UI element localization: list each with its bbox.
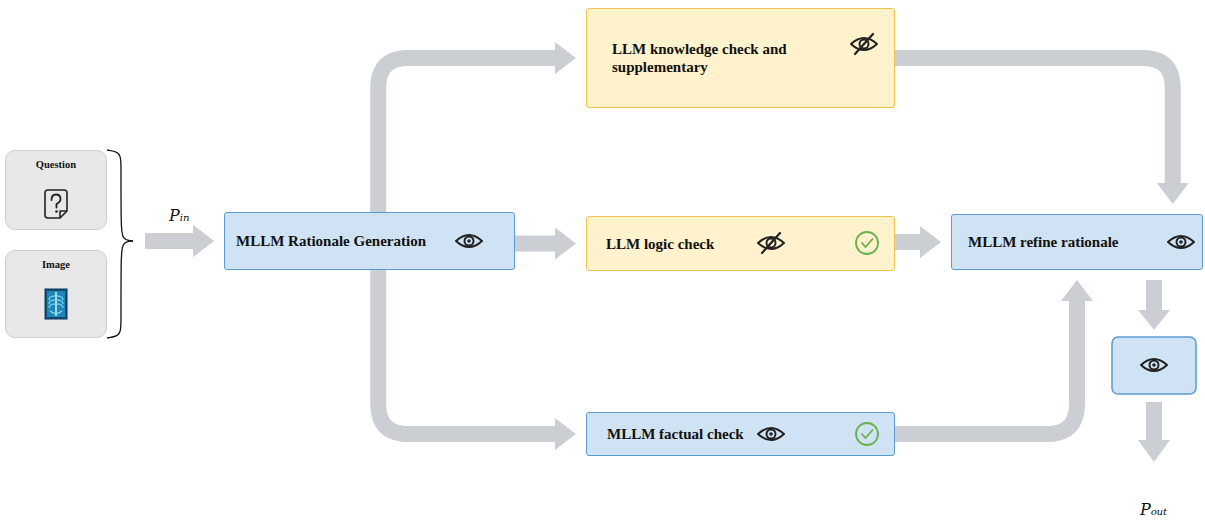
flow-arrow bbox=[378, 42, 576, 212]
arrow-head bbox=[1061, 280, 1093, 301]
arrow-shaft bbox=[515, 236, 555, 252]
flow-arrow bbox=[1146, 402, 1162, 440]
arrow-head bbox=[920, 226, 941, 258]
arrow-head bbox=[1138, 440, 1170, 462]
check-icon bbox=[856, 232, 878, 254]
check-icon bbox=[856, 423, 878, 445]
arrow-shaft bbox=[895, 234, 920, 250]
flow-arrow bbox=[107, 225, 214, 338]
question-icon bbox=[45, 190, 67, 218]
node-text: LLM logic check bbox=[606, 235, 714, 253]
llm-check-box: LLM logic check bbox=[586, 216, 895, 271]
arrow-shaft bbox=[895, 301, 1077, 434]
curly-brace bbox=[107, 241, 133, 338]
arrow-head bbox=[1157, 183, 1189, 204]
arrow-head bbox=[1138, 310, 1170, 330]
output-box bbox=[1112, 337, 1196, 394]
node-text: MLLM Rationale Generation bbox=[236, 232, 426, 250]
arrow-head bbox=[193, 225, 214, 257]
eye-slash-icon bbox=[758, 233, 784, 253]
arrow-shaft bbox=[378, 58, 555, 212]
arrow-shaft bbox=[895, 58, 1173, 183]
node-text: Image bbox=[42, 259, 70, 272]
output-label: Pₒᵤₜ bbox=[1138, 500, 1169, 519]
arrow-head bbox=[555, 42, 576, 74]
node-text: Question bbox=[36, 159, 76, 172]
node-text: MLLM refine rationale bbox=[968, 233, 1119, 251]
input-box: Image bbox=[5, 250, 107, 338]
llm-check-box: LLM knowledge check and supplementary bbox=[586, 8, 895, 108]
flow-arrow bbox=[515, 228, 576, 260]
curly-brace bbox=[107, 150, 133, 241]
mllm-process-box: MLLM Rationale Generation bbox=[224, 212, 515, 270]
eye-icon bbox=[1141, 359, 1167, 371]
node-text: MLLM factual check bbox=[607, 425, 744, 443]
flow-arrow bbox=[895, 58, 1189, 204]
input-box: Question bbox=[5, 150, 107, 230]
flow-arrow bbox=[107, 150, 214, 257]
eye-icon bbox=[456, 235, 482, 247]
eye-icon bbox=[1168, 236, 1194, 248]
eye-slash-icon bbox=[851, 34, 877, 54]
xray-icon bbox=[45, 289, 67, 319]
eye-icon bbox=[758, 428, 784, 440]
flow-arrow bbox=[1146, 280, 1162, 310]
arrow-head bbox=[555, 418, 576, 450]
arrow-head bbox=[555, 228, 576, 260]
node-text: LLM knowledge check and supplementary bbox=[612, 40, 812, 76]
mllm-check-box: MLLM factual check bbox=[586, 412, 895, 456]
mllm-process-box: MLLM refine rationale bbox=[951, 214, 1203, 270]
flow-arrow bbox=[378, 270, 576, 450]
arrow-shaft bbox=[378, 270, 555, 434]
arrow-shaft bbox=[145, 233, 193, 249]
edge-label: Pᵢₙ bbox=[167, 206, 191, 225]
arrow-head bbox=[193, 225, 214, 257]
flow-arrow bbox=[895, 280, 1093, 434]
arrow-shaft bbox=[145, 233, 193, 249]
flow-arrow bbox=[895, 226, 941, 258]
